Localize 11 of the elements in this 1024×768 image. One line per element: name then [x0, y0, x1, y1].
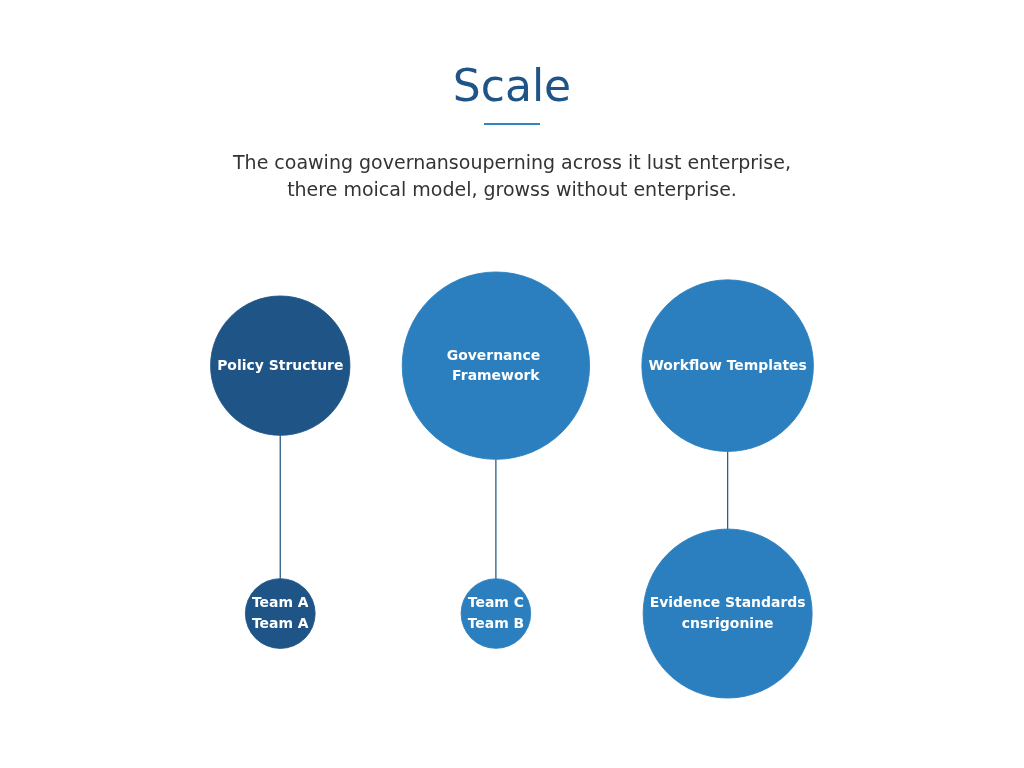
node-circle: Team C Team B: [460, 578, 532, 649]
node-circle: Evidence Standards cnsrigonine: [642, 528, 813, 699]
node-circle: Workflow Templates: [641, 279, 814, 452]
node-circle: Team A Team A: [244, 578, 316, 649]
connector: [279, 434, 281, 580]
connector: [495, 458, 497, 580]
connector: [726, 450, 729, 530]
node-circle: Policy Structure: [210, 295, 351, 436]
subtitle-text: The coawing governansouperning across it lust enterprise, there moical model, growss without enterprise.: [232, 150, 792, 202]
node-circle: Governance Framework: [401, 271, 590, 460]
title: Scale: [452, 60, 572, 111]
